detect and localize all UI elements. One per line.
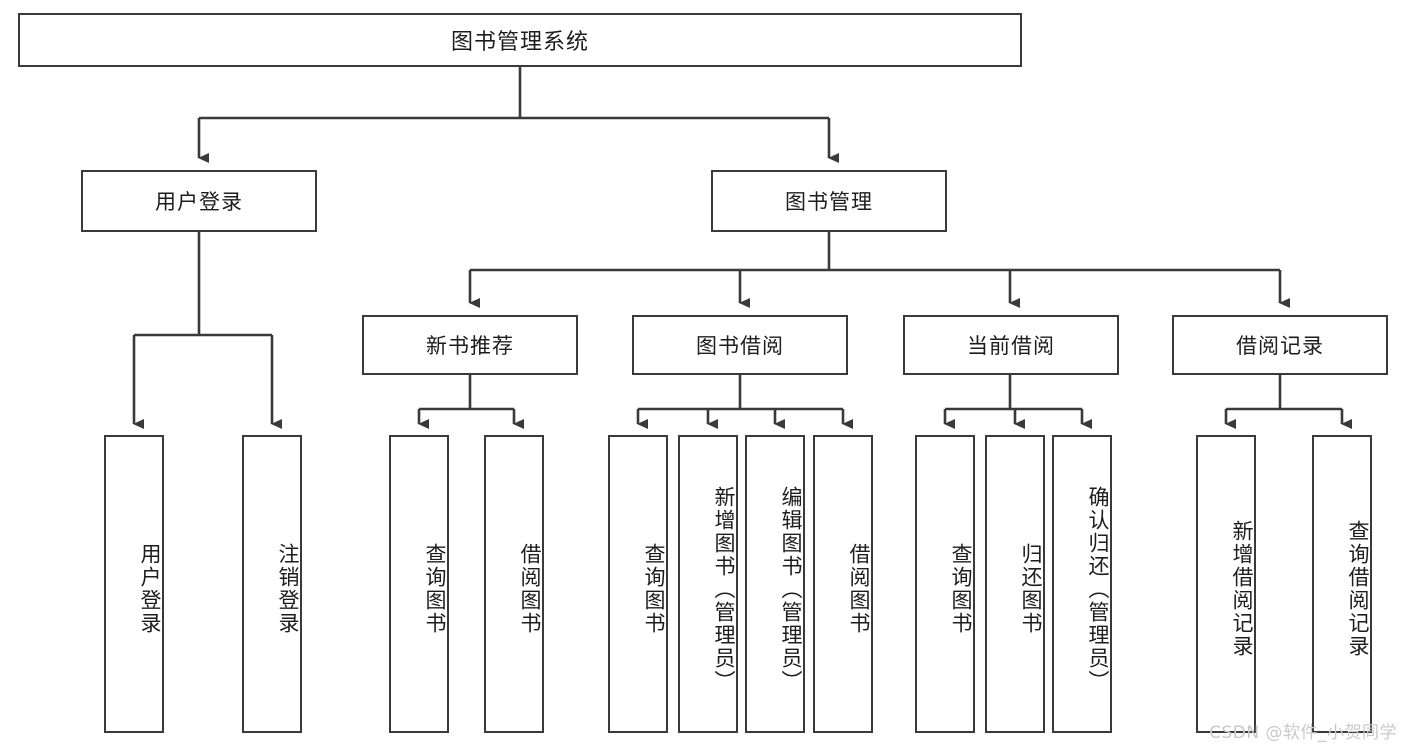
leaf-edit-book-admin[interactable]: 编辑图书（管理员） — [745, 435, 805, 733]
leaf-add-borrow-record[interactable]: 新增借阅记录 — [1196, 435, 1256, 733]
node-root[interactable]: 图书管理系统 — [18, 13, 1022, 67]
leaf-user-login[interactable]: 用户登录 — [104, 435, 164, 733]
leaf-query-book-borrow[interactable]: 查询图书 — [608, 435, 668, 733]
leaf-query-borrow-record[interactable]: 查询借阅记录 — [1312, 435, 1372, 733]
leaf-borrow-book-recommend[interactable]: 借阅图书 — [484, 435, 544, 733]
leaf-add-book-admin[interactable]: 新增图书（管理员） — [678, 435, 738, 733]
node-user-login[interactable]: 用户登录 — [81, 170, 317, 232]
leaf-confirm-return-admin[interactable]: 确认归还（管理员） — [1052, 435, 1112, 733]
node-borrow-record[interactable]: 借阅记录 — [1172, 315, 1388, 375]
node-new-book-recommend[interactable]: 新书推荐 — [362, 315, 578, 375]
leaf-return-book[interactable]: 归还图书 — [985, 435, 1045, 733]
leaf-logout[interactable]: 注销登录 — [242, 435, 302, 733]
csdn-watermark: CSDN @软件_小贺同学 — [1209, 723, 1397, 743]
leaf-query-book-recommend[interactable]: 查询图书 — [389, 435, 449, 733]
node-book-manage[interactable]: 图书管理 — [711, 170, 947, 232]
leaf-borrow-book[interactable]: 借阅图书 — [813, 435, 873, 733]
node-current-borrow[interactable]: 当前借阅 — [903, 315, 1119, 375]
leaf-query-book-current[interactable]: 查询图书 — [915, 435, 975, 733]
node-book-borrow[interactable]: 图书借阅 — [632, 315, 848, 375]
